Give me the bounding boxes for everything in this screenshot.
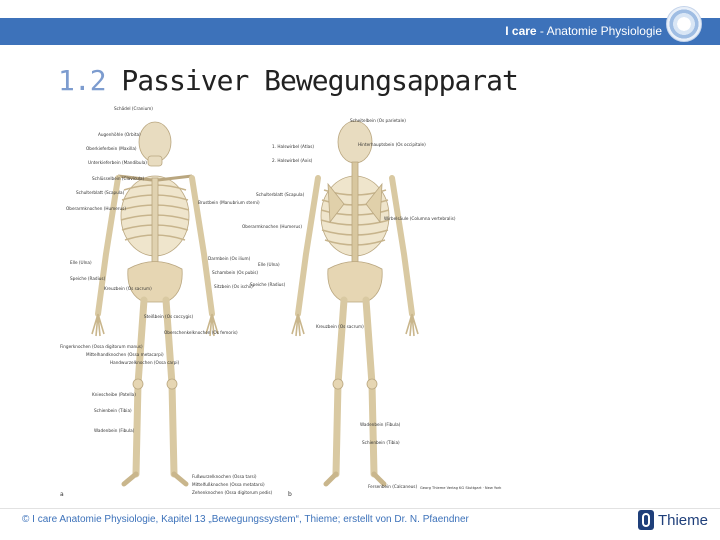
skeleton-figure: a b Schädel (Cranium) Augenhöhle (Orbita…	[58, 104, 528, 504]
label-front: Oberkieferbein (Maxilla)	[86, 146, 137, 151]
title-number: 1.2	[58, 64, 107, 97]
label-back: Hinterhauptsbein (Os occipitale)	[358, 142, 426, 147]
label-front: Fußwurzelknochen (Ossa tarsi)	[192, 474, 257, 479]
header-bar	[0, 18, 720, 45]
label-back: Speiche (Radius)	[250, 282, 286, 287]
label-front: Steißbein (Os coccygis)	[144, 314, 194, 319]
label-front: Sitzbein (Os ischii)	[214, 284, 253, 289]
label-front: Kreuzbein (Os sacrum)	[104, 286, 152, 291]
panel-label-a: a	[60, 491, 64, 498]
label-back: Wadenbein (Fibula)	[360, 422, 401, 427]
footer-divider	[0, 508, 720, 509]
brand-main: I care	[505, 24, 537, 38]
label-back: Elle (Ulna)	[258, 262, 280, 267]
label-front: Schienbein (Tibia)	[94, 408, 132, 413]
label-front: Schulterblatt (Scapula)	[76, 190, 125, 195]
label-front: Elle (Ulna)	[70, 260, 92, 265]
title-text: Passiver Bewegungsapparat	[105, 64, 518, 97]
label-front: Schädel (Cranium)	[114, 106, 153, 111]
label-front: Unterkieferbein (Mandibula)	[88, 160, 147, 165]
label-front: Schlüsselbein (Clavicula)	[92, 176, 145, 181]
label-front: Zehenknochen (Ossa digitorum pedis)	[192, 490, 273, 495]
label-back: Kreuzbein (Os sacrum)	[316, 324, 364, 329]
label-back: Wirbelsäule (Columna vertebralis)	[384, 216, 456, 221]
figure-credit: Georg Thieme Verlag KG Stuttgart · New Y…	[420, 486, 502, 490]
publisher-name: Thieme	[657, 511, 708, 529]
brand-sub: - Anatomie Physiologie	[536, 24, 662, 38]
skeleton-back-icon	[291, 120, 419, 487]
label-front: Brustbein (Manubrium sterni)	[198, 200, 260, 205]
footer-copyright: © I care Anatomie Physiologie, Kapitel 1…	[22, 514, 469, 525]
publisher-logo: Thieme	[637, 510, 708, 530]
label-front: Schambein (Os pubis)	[212, 270, 259, 275]
label-front: Augenhöhle (Orbita)	[98, 132, 141, 137]
eye-logo-icon	[666, 6, 702, 42]
label-front: Kniescheibe (Patella)	[92, 392, 136, 397]
label-back: Schienbein (Tibia)	[362, 440, 400, 445]
label-back: Fersenbein (Calcaneus)	[368, 484, 418, 489]
skeleton-front-icon	[91, 121, 219, 487]
label-front: Darmbein (Os ilium)	[208, 256, 251, 261]
label-front: Handwurzelknochen (Ossa carpi)	[110, 360, 180, 365]
label-back: Scheitelbein (Os parietale)	[350, 118, 406, 123]
label-front: Oberschenkelknochen (Os femoris)	[164, 330, 238, 335]
label-back: 1. Halswirbel (Atlas)	[272, 144, 315, 149]
label-front: Oberarmknochen (Humerus)	[66, 206, 126, 211]
label-back: 2. Halswirbel (Axis)	[272, 158, 313, 163]
label-front: Mittelfußknochen (Ossa metatarsi)	[192, 482, 265, 487]
panel-label-b: b	[288, 491, 292, 498]
label-back: Schulterblatt (Scapula)	[256, 192, 305, 197]
brand-title: I care - Anatomie Physiologie	[505, 24, 662, 38]
slide-title: 1.2 Passiver Bewegungsapparat	[58, 64, 519, 97]
thieme-logo-icon	[637, 510, 654, 530]
skeleton-illustration	[91, 120, 419, 487]
label-back: Oberarmknochen (Humerus)	[242, 224, 302, 229]
label-front: Wadenbein (Fibula)	[94, 428, 135, 433]
label-front: Mittelhandknochen (Ossa metacarpi)	[86, 352, 164, 357]
label-front: Fingerknochen (Ossa digitorum manus)	[60, 344, 143, 349]
label-front: Speiche (Radius)	[70, 276, 106, 281]
